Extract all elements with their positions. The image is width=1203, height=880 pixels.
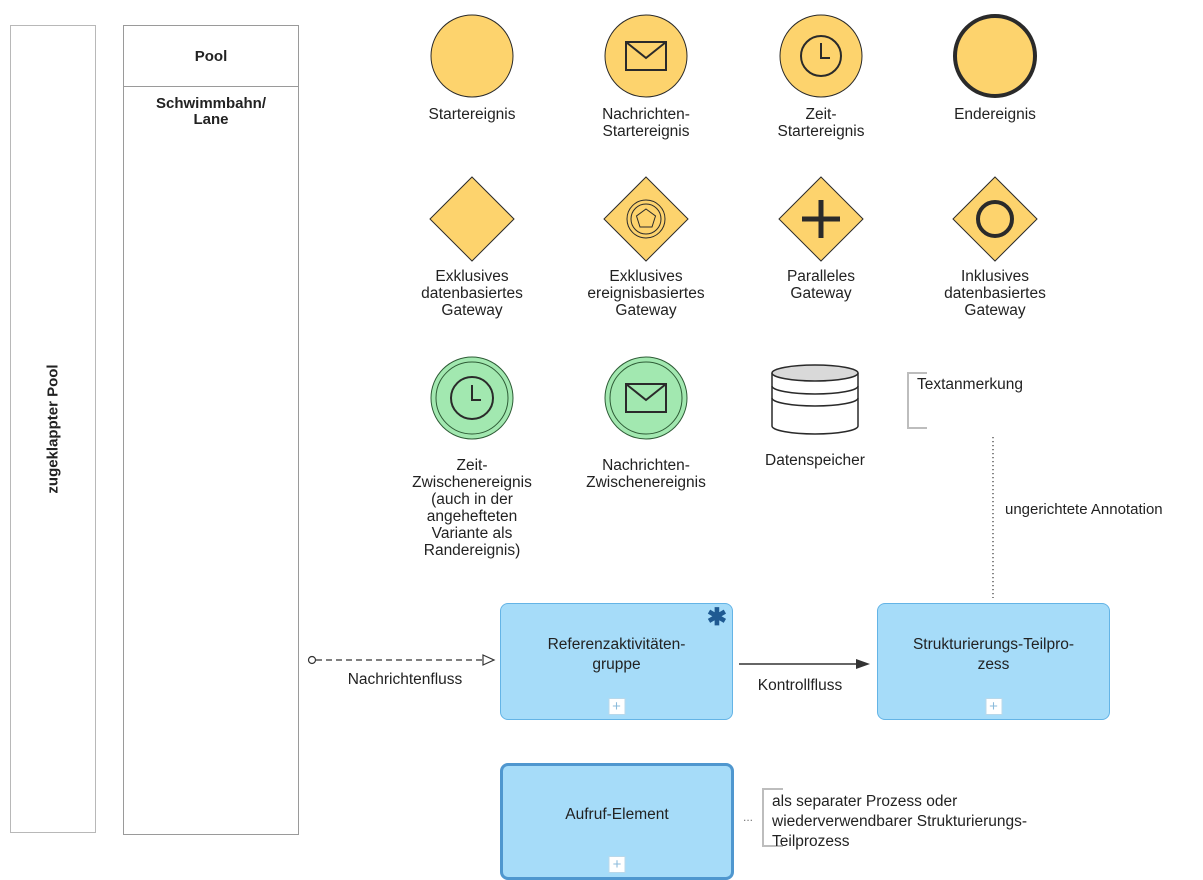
end-event-label: Endereignis <box>954 106 1036 123</box>
call-note-label: als separater Prozess oder wiederverwend… <box>772 793 1028 850</box>
message-start-event-label: Nachrichten- Startereignis <box>602 106 690 140</box>
parallel-gateway-label: Paralleles Gateway <box>786 268 856 302</box>
parallel-gateway-icon[interactable] <box>778 176 864 262</box>
sequence-flow-label: Kontrollfluss <box>757 677 843 694</box>
association-label: ungerichtete Annotation <box>1005 501 1163 518</box>
call-note-dots: ... <box>742 810 753 824</box>
text-annotation-label: Textanmerkung <box>917 376 1023 393</box>
start-event-label: Startereignis <box>428 106 516 123</box>
pool[interactable]: Pool Schwimmbahn/ Lane <box>123 25 299 835</box>
event-based-gateway-icon[interactable] <box>603 176 689 262</box>
exclusive-gateway-label: Exklusives datenbasiertes Gateway <box>421 268 523 319</box>
message-flow-label: Nachrichtenfluss <box>347 671 463 688</box>
exclusive-gateway-icon[interactable] <box>429 176 515 262</box>
start-event-icon[interactable] <box>430 14 514 98</box>
call-activity-task[interactable]: Aufruf-Element + <box>500 763 734 880</box>
datastore-label: Datenspeicher <box>765 452 865 469</box>
call-activity-label: Aufruf-Element <box>565 805 669 823</box>
message-flow-arrow[interactable] <box>307 654 496 666</box>
inclusive-gateway-label: Inklusives datenbasiertes Gateway <box>944 268 1046 319</box>
call-note-bracket[interactable] <box>762 788 783 847</box>
subprocess-task[interactable]: Strukturierungs-Teilpro- zess + <box>877 603 1110 720</box>
subprocess-label: Strukturierungs-Teilpro- zess <box>912 635 1075 673</box>
end-event-icon[interactable] <box>953 14 1037 98</box>
message-intermediate-event-label: Nachrichten- Zwischenereignis <box>586 457 706 491</box>
timer-intermediate-event-icon[interactable] <box>430 356 514 440</box>
expand-plus-icon[interactable]: + <box>608 698 625 715</box>
message-intermediate-event-icon[interactable] <box>604 356 688 440</box>
sequence-flow-arrow[interactable] <box>739 659 870 669</box>
reference-activity-group-task[interactable]: Referenzaktivitäten- gruppe ✱ + <box>500 603 733 720</box>
timer-start-event-icon[interactable] <box>779 14 863 98</box>
text-annotation-bracket[interactable] <box>907 372 927 429</box>
expand-plus-icon[interactable]: + <box>608 856 626 873</box>
datastore-icon[interactable] <box>771 364 859 435</box>
lane-label: Schwimmbahn/ Lane <box>155 95 267 128</box>
asterisk-icon: ✱ <box>706 604 727 631</box>
inclusive-gateway-icon[interactable] <box>952 176 1038 262</box>
reference-activity-group-label: Referenzaktivitäten- gruppe <box>547 635 686 673</box>
timer-start-event-label: Zeit- Startereignis <box>777 106 865 140</box>
pool-header: Pool <box>124 26 298 87</box>
timer-intermediate-event-label: Zeit- Zwischenereignis (auch in der ange… <box>412 457 532 559</box>
expand-plus-icon[interactable]: + <box>985 698 1002 715</box>
message-start-event-icon[interactable] <box>604 14 688 98</box>
collapsed-pool[interactable]: zugeklappter Pool <box>10 25 96 833</box>
event-based-gateway-label: Exklusives ereignisbasiertes Gateway <box>587 268 705 319</box>
